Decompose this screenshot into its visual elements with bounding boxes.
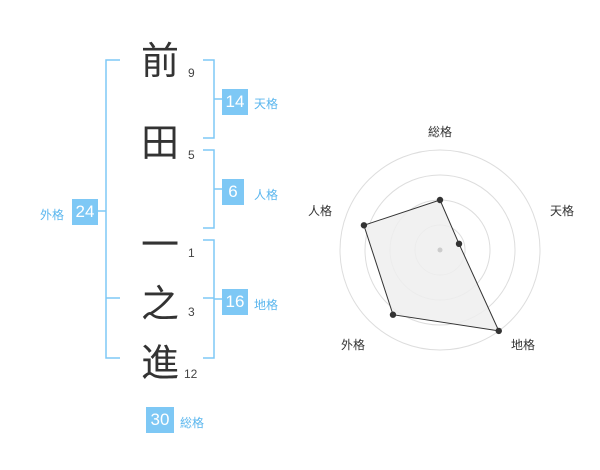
radar-polygon [363, 199, 500, 332]
gaikaku-label: 外格 [40, 208, 65, 222]
radar-axis-gaikaku: 外格 [341, 338, 366, 352]
radar-point-2 [455, 240, 463, 248]
radar-points [360, 196, 502, 335]
soukaku-label: 総格 [180, 416, 205, 430]
name-char-2: 田 [140, 121, 179, 165]
radar-point-1 [436, 196, 444, 204]
soukaku-value: 30 [146, 407, 174, 433]
gaikaku-value: 24 [72, 199, 98, 225]
jinkaku-value: 6 [222, 179, 244, 205]
stroke-count-1: 9 [188, 66, 195, 80]
tenkaku-value: 14 [222, 89, 248, 115]
radar-center-dot [437, 247, 443, 253]
name-char-1: 前 [140, 39, 179, 83]
stroke-count-5: 12 [184, 367, 198, 381]
stroke-count-4: 3 [188, 305, 195, 319]
radar-point-4 [389, 311, 397, 318]
tenkaku-label: 天格 [254, 97, 279, 111]
radar-axis-tenkaku: 天格 [550, 204, 575, 218]
chikaku-value: 16 [222, 289, 248, 315]
radar-point-3 [495, 327, 502, 335]
chikaku-label: 地格 [254, 298, 279, 312]
stroke-count-3: 1 [188, 246, 195, 260]
radar-axis-jinkaku: 人格 [308, 204, 333, 218]
stroke-count-2: 5 [188, 148, 195, 162]
radar-axis-soukaku: 総格 [428, 125, 453, 139]
radar-axis-chikaku: 地格 [511, 338, 536, 352]
name-char-5: 進 [140, 341, 179, 385]
name-char-3: 一 [140, 223, 179, 267]
radar-point-5 [360, 222, 368, 229]
jinkaku-label: 人格 [254, 188, 279, 202]
gaikaku-bracket [105, 59, 120, 359]
name-char-4: 之 [140, 282, 179, 326]
